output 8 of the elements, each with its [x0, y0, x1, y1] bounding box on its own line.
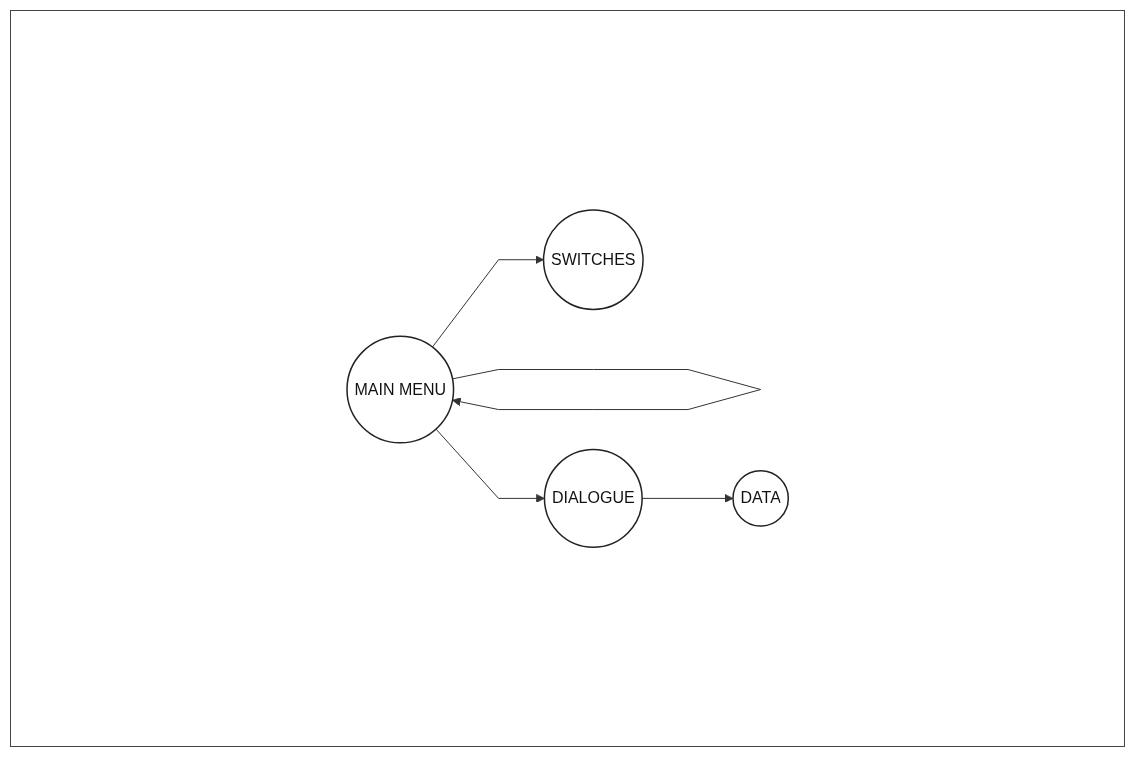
- arrow: [451, 368, 761, 410]
- arrow: [435, 428, 545, 503]
- node-circle: DIALOGUE: [543, 448, 643, 548]
- node-circle: SWITCHES: [542, 209, 644, 311]
- arrow: [431, 255, 544, 348]
- node-circle: MAIN MENU: [346, 335, 455, 444]
- node-circle: DATA: [732, 469, 789, 527]
- arrow: [641, 493, 734, 503]
